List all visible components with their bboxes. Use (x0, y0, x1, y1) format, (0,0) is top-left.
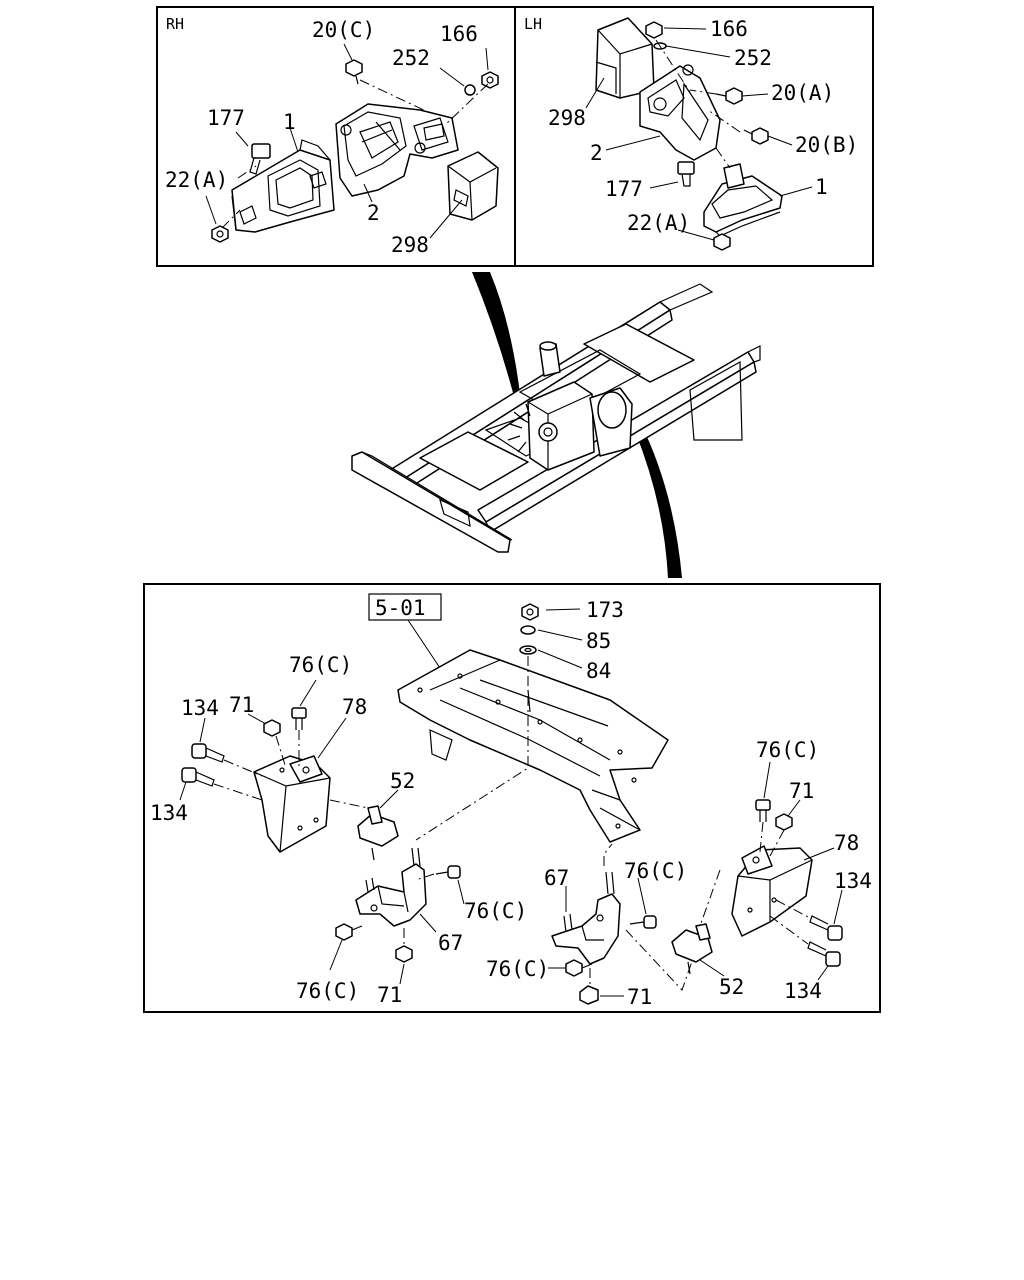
rh-label-2: 2 (367, 201, 380, 225)
rh-label-20c: 20(C) (312, 18, 375, 42)
rh-heat-protector (447, 151, 499, 221)
right-bolt-76c-top (755, 799, 771, 822)
left-bolt-76c-lower (335, 923, 363, 941)
lh-label-2: 2 (590, 141, 603, 165)
rh-nut-22a (211, 225, 229, 243)
rh-nut-166 (481, 71, 499, 89)
lh-bolt-20b (743, 127, 769, 145)
label-71-right-top: 71 (789, 779, 814, 803)
rh-engine-mount-bracket (335, 103, 459, 197)
left-bolt-134-upper (191, 743, 225, 763)
left-insulator-52 (357, 805, 399, 861)
label-84: 84 (586, 659, 611, 683)
label-76c-right-lower: 76(C) (486, 957, 549, 981)
rh-label-166: 166 (440, 22, 478, 46)
lh-label-252: 252 (734, 46, 772, 70)
label-78-left: 78 (342, 695, 367, 719)
left-lower-bracket-67 (355, 847, 427, 927)
label-76c-left-right: 76(C) (464, 899, 527, 923)
right-bolt-76c-lower (565, 959, 593, 977)
lh-label-177: 177 (605, 177, 643, 201)
label-67-right: 67 (544, 866, 569, 890)
label-52-right: 52 (719, 975, 744, 999)
label-78-right: 78 (834, 831, 859, 855)
chassis-frame-illustration (351, 272, 761, 578)
label-173: 173 (586, 598, 624, 622)
bottom-detail-panel: 5-01 (143, 583, 881, 1013)
label-76c-right-upper: 76(C) (624, 859, 687, 883)
left-bolt-76c-top (291, 707, 307, 730)
rh-label-1: 1 (283, 110, 296, 134)
reference-box: 5-01 (368, 593, 442, 669)
lh-nut-22a (713, 233, 731, 251)
right-lower-bracket-67 (551, 871, 621, 965)
lh-bolt-20a (715, 87, 743, 105)
rh-panel: RH (165, 15, 499, 257)
callout-pointer-bottom (632, 422, 682, 578)
engine-block (527, 341, 633, 471)
lh-panel: LH (524, 15, 858, 251)
top-detail-frame (156, 6, 874, 267)
right-bolt-76c-upper (629, 915, 657, 929)
left-bolt-76c-right (435, 865, 461, 879)
left-nut-71-lower (395, 945, 413, 963)
label-67-left: 67 (438, 931, 463, 955)
lock-washer-85 (520, 625, 536, 635)
reference-box-label: 5-01 (375, 596, 426, 620)
left-bracket-78 (253, 755, 331, 853)
lh-engine-mount-bracket (639, 64, 721, 161)
rh-label-177: 177 (207, 106, 245, 130)
label-71-left-top: 71 (229, 693, 254, 717)
lh-tag: LH (524, 15, 542, 33)
lh-label-1: 1 (815, 175, 828, 199)
label-85: 85 (586, 629, 611, 653)
right-bolt-134-upper (809, 915, 843, 941)
right-bolt-134-lower (807, 941, 841, 967)
label-76c-right-top: 76(C) (756, 738, 819, 762)
label-71-left-lower: 71 (377, 983, 402, 1007)
rh-engine-mount-insulator (231, 139, 335, 233)
label-71-right-lower: 71 (627, 985, 652, 1009)
right-nut-71-lower (579, 985, 599, 1005)
lh-label-166: 166 (710, 17, 748, 41)
rh-washer-252 (464, 84, 476, 96)
right-insulator-52 (671, 923, 713, 975)
crossmember (397, 649, 669, 843)
rh-bolt-177 (249, 143, 271, 175)
label-76c-left-top: 76(C) (289, 653, 352, 677)
right-nut-71-top (775, 813, 793, 831)
label-134-right-upper: 134 (834, 869, 872, 893)
lh-label-20a: 20(A) (771, 81, 834, 105)
label-76c-left-lower: 76(C) (296, 979, 359, 1003)
rh-label-298: 298 (391, 233, 429, 257)
lh-label-22a: 22(A) (627, 211, 690, 235)
lh-engine-mount-insulator (703, 163, 783, 237)
left-bolt-134-lower (181, 767, 215, 787)
nut-173 (521, 603, 539, 621)
rh-tag: RH (166, 15, 184, 33)
label-134-left-lower: 134 (150, 801, 188, 825)
washer-84 (519, 645, 537, 655)
lh-label-298: 298 (548, 106, 586, 130)
rh-label-22a: 22(A) (165, 168, 228, 192)
label-134-left-upper: 134 (181, 696, 219, 720)
lh-label-20b: 20(B) (795, 133, 858, 157)
rh-label-252: 252 (392, 46, 430, 70)
rh-bolt-20c (345, 59, 363, 85)
label-52-left: 52 (390, 769, 415, 793)
lh-nut-166 (645, 21, 663, 39)
lh-bolt-177 (677, 161, 695, 187)
label-134-right-lower: 134 (784, 979, 822, 1003)
left-nut-71-top (263, 719, 281, 737)
right-bracket-78 (731, 845, 813, 937)
mount-location-marker (507, 403, 531, 453)
callout-pointer-top (472, 272, 522, 412)
